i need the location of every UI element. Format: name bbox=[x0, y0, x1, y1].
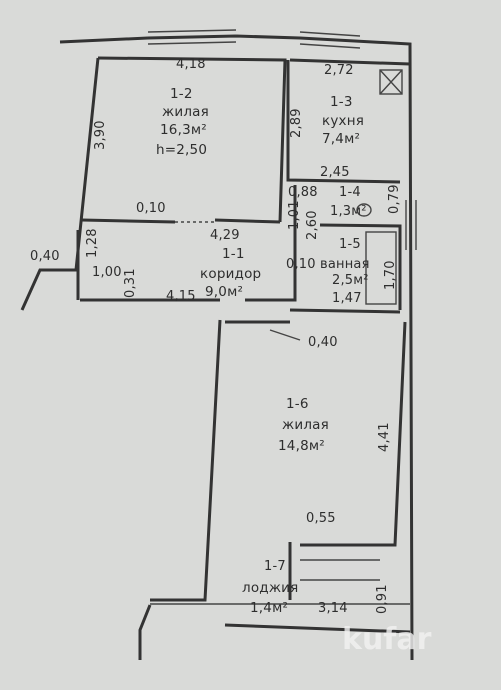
room-1-6-id: 1-6 bbox=[286, 396, 309, 412]
room-1-3-name: кухня bbox=[322, 113, 365, 129]
dim-label: 2,89 bbox=[289, 108, 304, 138]
dim-label: 2,45 bbox=[320, 165, 350, 180]
room-1-2-area: 16,3м² bbox=[160, 122, 207, 138]
room-1-7-area: 1,4м² bbox=[250, 600, 289, 616]
dim-label: 0,10 bbox=[136, 201, 166, 216]
wall-room-1-6 bbox=[225, 320, 407, 600]
dim-label: 0,55 bbox=[306, 511, 336, 526]
outer-wall-left bbox=[20, 57, 100, 311]
room-1-5-name: ванная bbox=[320, 257, 370, 272]
dim-label: 1,00 bbox=[92, 265, 122, 280]
wall-bathroom bbox=[319, 223, 402, 310]
room-1-1-name: коридор bbox=[200, 266, 262, 282]
wall-corridor bbox=[76, 185, 401, 314]
balcony-wall bbox=[138, 604, 411, 660]
room-1-3-id: 1-3 bbox=[330, 94, 353, 110]
room-1-5-id: 1-5 bbox=[339, 237, 361, 252]
dim-label: 0,40 bbox=[30, 249, 60, 264]
room-1-7-id: 1-7 bbox=[264, 559, 286, 574]
room-1-1-area: 9,0м² bbox=[205, 284, 244, 300]
dim-label: 4,15 bbox=[166, 289, 196, 304]
dim-label: 3,90 bbox=[93, 120, 108, 150]
dim-label: 1,01 bbox=[287, 200, 302, 230]
dim-label: 1,28 bbox=[85, 228, 100, 258]
dim-label: 2,72 bbox=[324, 63, 354, 78]
watermark: kufar bbox=[342, 622, 432, 657]
room-1-2-height: h=2,50 bbox=[156, 142, 208, 158]
outer-wall bbox=[59, 34, 414, 661]
room-1-5-area: 2,5м² bbox=[332, 273, 369, 288]
dim-label: 4,18 bbox=[176, 57, 206, 72]
room-1-3-area: 7,4м² bbox=[322, 131, 361, 147]
wall-kitchen bbox=[286, 58, 411, 184]
dim-label: 4,41 bbox=[377, 422, 392, 452]
bathtub bbox=[365, 231, 397, 305]
dim-label: 2,60 bbox=[305, 210, 320, 240]
room-1-6-name: жилая bbox=[282, 417, 329, 433]
dim-label: 0,88 bbox=[288, 185, 318, 200]
dim-label: 0,40 bbox=[308, 335, 338, 350]
room-1-4-area: 1,3м² bbox=[330, 204, 367, 219]
dim-label: 0,91 bbox=[375, 584, 390, 614]
room-1-4-id: 1-4 bbox=[339, 185, 361, 200]
dim-label: 0,79 bbox=[387, 184, 402, 214]
dim-label: 1,47 bbox=[332, 291, 362, 306]
dim-label: 0,31 bbox=[123, 268, 138, 298]
window bbox=[147, 29, 237, 45]
room-1-7-name: лоджия bbox=[242, 580, 299, 596]
stove bbox=[379, 69, 403, 95]
window bbox=[405, 200, 417, 250]
room-1-1-id: 1-1 bbox=[222, 246, 245, 262]
window bbox=[299, 31, 361, 49]
dim-label: 1,70 bbox=[383, 260, 398, 290]
dim-label: 3,14 bbox=[318, 601, 348, 616]
wall-left-lower bbox=[80, 298, 222, 602]
sink bbox=[356, 203, 372, 217]
wall-room-1-2 bbox=[81, 56, 287, 224]
room-1-2-id: 1-2 bbox=[170, 86, 193, 102]
dim-label: 0,10 bbox=[286, 257, 316, 272]
room-1-6-area: 14,8м² bbox=[278, 438, 325, 454]
dim-label: 4,29 bbox=[210, 228, 240, 243]
room-1-2-name: жилая bbox=[162, 104, 209, 120]
